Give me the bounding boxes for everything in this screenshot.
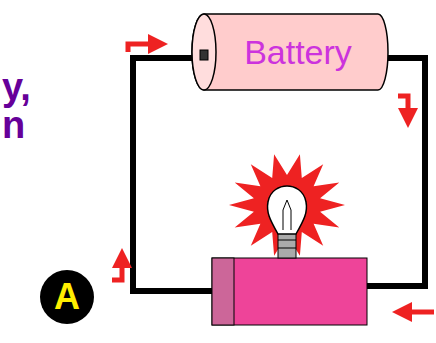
text-fragment: y, [2,66,31,109]
wire [133,58,425,291]
battery: Battery [190,12,390,92]
text-fragment: n [2,104,25,147]
battery-label: Battery [244,33,352,72]
light-burst [229,154,345,255]
lamp-holder [212,258,367,325]
callout-letter: A [54,276,80,318]
light-bulb [267,186,306,258]
holder-end [212,258,234,325]
callout-circle: A [39,269,95,325]
